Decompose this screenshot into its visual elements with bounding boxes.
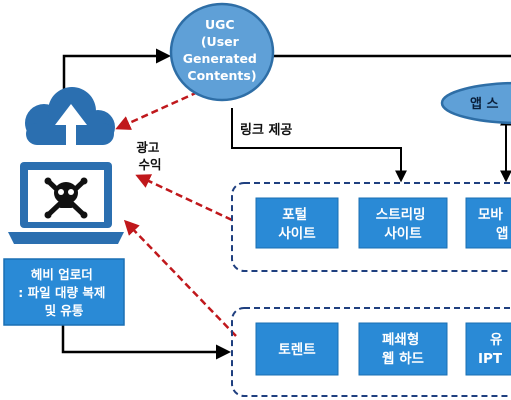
skull-crossbones-icon — [44, 177, 88, 219]
arrow-uploader-to-ugc — [62, 48, 171, 98]
portal-label: 포털 사이트 — [278, 207, 316, 242]
closed-webhard-box — [358, 322, 448, 376]
uploader-label: 헤비 업로더 : 파일 대량 복제 및 유통 — [18, 267, 109, 318]
torrent-label: 토렌트 — [278, 341, 316, 358]
ad-revenue-arrow-ugc — [115, 90, 199, 130]
upper-service-group — [231, 182, 511, 272]
streaming-label: 스트리밍 사이트 — [376, 206, 430, 242]
ad-revenue-label: 광고 수익 — [136, 140, 163, 172]
link-provision-label: 링크 제공 — [240, 123, 292, 138]
streaming-box — [358, 197, 448, 249]
arrow-uploader-to-lower-group — [61, 325, 231, 360]
cloud-upload-icon — [25, 87, 115, 145]
arrow-link-provision — [231, 108, 407, 183]
app-store-label: 앱 스 — [470, 97, 498, 112]
ad-revenue-arrow-lower-group — [123, 219, 237, 337]
app-store-node — [440, 81, 511, 125]
ugc-label: UGC (User Generated Contents) — [183, 17, 261, 83]
closed-webhard-label: 폐쇄형 웹 하드 — [382, 331, 425, 367]
ad-revenue-arrow-upper-group — [135, 174, 233, 222]
portal-box — [255, 197, 339, 249]
uploader-box — [3, 258, 125, 326]
ugc-node — [169, 2, 275, 102]
mobile-app-label: 모바 앱 — [478, 207, 508, 242]
paid-iptv-box — [465, 322, 511, 376]
torrent-box — [255, 322, 339, 376]
paid-iptv-label: 유 IPT — [478, 332, 507, 367]
mobile-app-box — [465, 197, 511, 249]
lower-service-group — [231, 307, 511, 397]
